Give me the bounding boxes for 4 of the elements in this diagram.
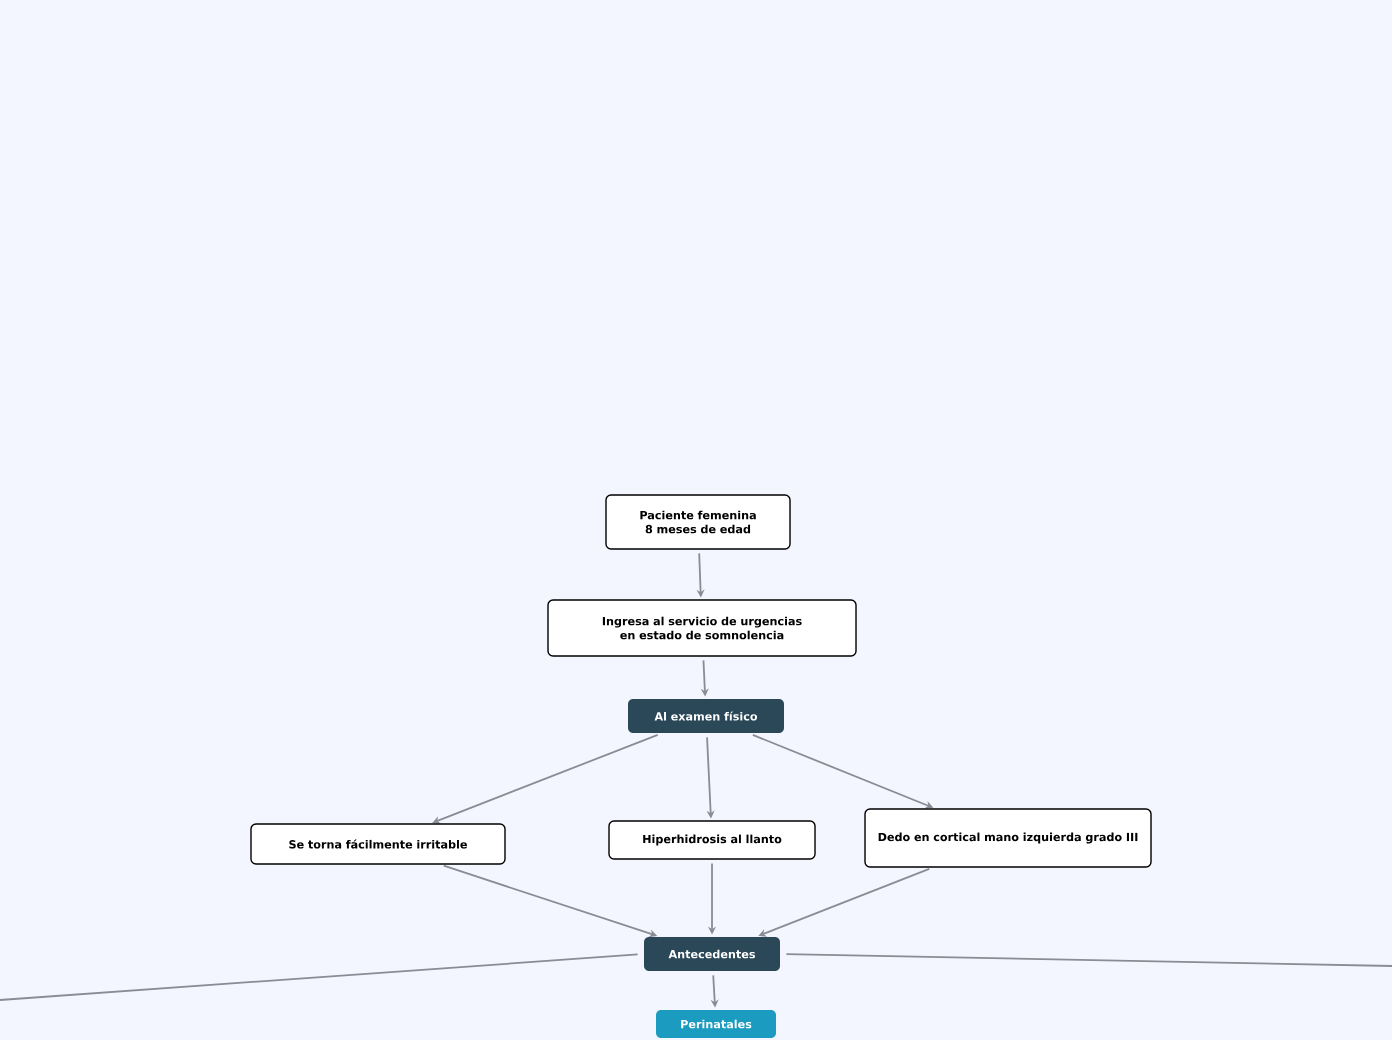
arrow [758,867,931,937]
connector [0,953,639,1001]
connector [785,953,1392,967]
arrow [432,733,659,824]
